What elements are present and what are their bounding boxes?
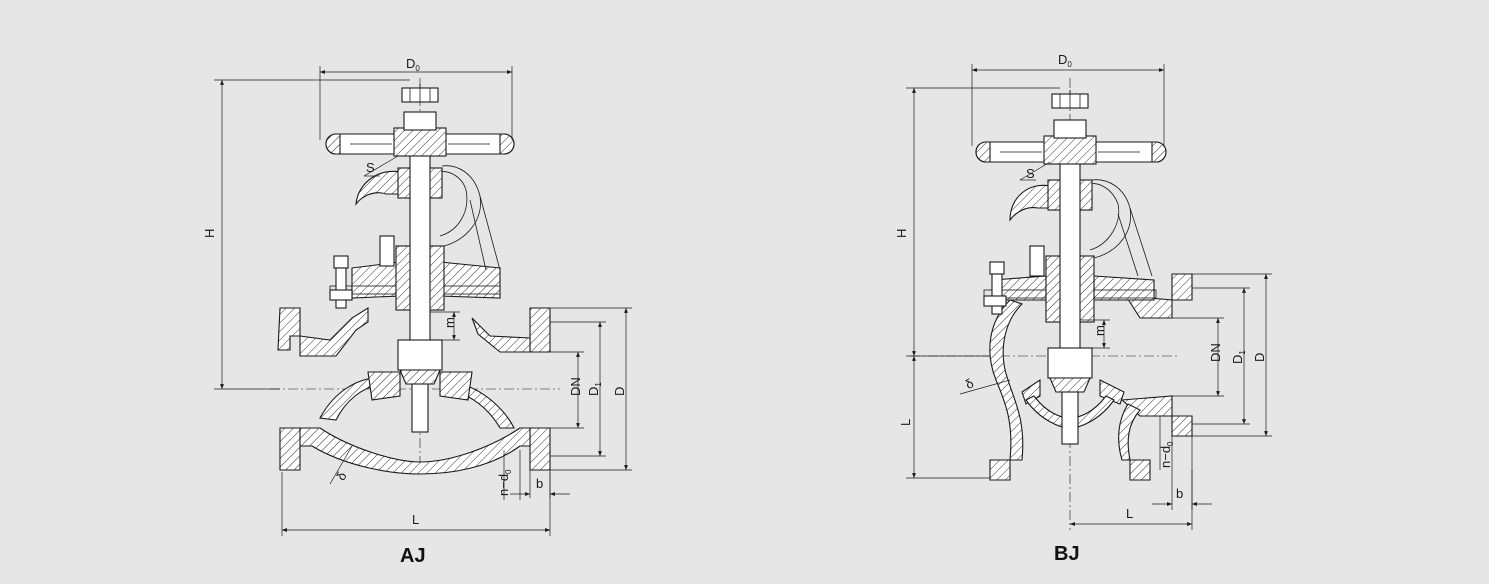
- figure-bj: D0 H S m DN D1 D δ n−d0 b L L BJ: [894, 52, 1272, 565]
- bj-title: BJ: [1054, 543, 1080, 565]
- aj-label-l: L: [412, 512, 419, 527]
- aj-label-d0: D0: [406, 56, 420, 73]
- aj-label-d: D: [612, 387, 627, 396]
- aj-stem: [397, 133, 443, 433]
- bj-label-d: D: [1252, 353, 1267, 362]
- bj-bonnet: [983, 179, 1157, 323]
- bj-handwheel: [975, 90, 1167, 165]
- aj-valve-body: [277, 307, 551, 475]
- bj-label-b: b: [1176, 486, 1183, 501]
- bj-label-l: L: [1126, 506, 1133, 521]
- aj-label-dn: DN: [568, 377, 583, 396]
- bj-label-l-vertical: L: [898, 419, 913, 426]
- aj-label-m: m: [442, 317, 457, 328]
- bj-label-nd0: n−d0: [1158, 441, 1175, 468]
- bj-dimensions: [906, 64, 1272, 530]
- bj-label-m: m: [1092, 325, 1107, 336]
- aj-label-h: H: [202, 229, 217, 238]
- aj-label-d1: D1: [586, 382, 603, 396]
- bj-label-delta: δ: [963, 375, 977, 392]
- bj-stem: [1047, 141, 1093, 445]
- bj-label-dn: DN: [1208, 343, 1223, 362]
- aj-label-delta: δ: [333, 469, 350, 483]
- aj-label-nd0: n−d0: [496, 469, 513, 496]
- aj-title: AJ: [400, 545, 426, 567]
- aj-label-s: S: [366, 160, 375, 175]
- bj-label-d1: D1: [1230, 350, 1247, 364]
- bj-label-h: H: [894, 229, 909, 238]
- aj-handwheel: [325, 84, 515, 157]
- figure-aj: D0 H S m DN D1 D δ n−d0 b L AJ: [202, 56, 632, 567]
- bj-label-d0: D0: [1058, 52, 1072, 69]
- aj-label-b: b: [536, 476, 543, 491]
- aj-bonnet: [329, 165, 501, 311]
- bj-label-s: S: [1026, 166, 1035, 181]
- aj-dimensions: [214, 66, 632, 536]
